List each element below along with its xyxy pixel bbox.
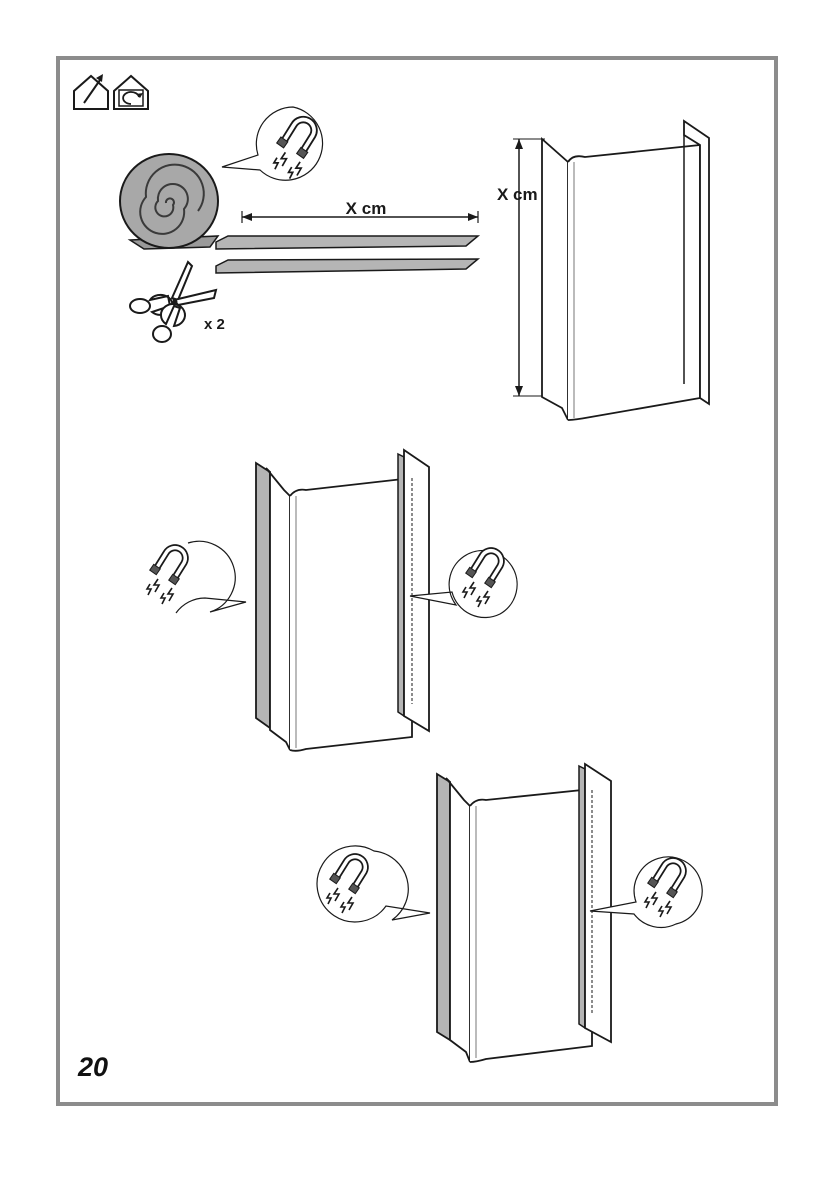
chimney-panel-middle bbox=[256, 450, 429, 751]
magnet-icon bbox=[147, 548, 185, 604]
ducted-house-icon bbox=[74, 74, 108, 109]
quantity-label: x 2 bbox=[204, 316, 225, 333]
foam-roll-icon bbox=[120, 154, 218, 249]
panel-height-label: X cm bbox=[497, 185, 538, 204]
strip-length-label: X cm bbox=[346, 199, 387, 218]
foam-strip bbox=[216, 236, 478, 249]
magnet-callout-left-middle bbox=[147, 541, 246, 613]
chimney-panel-bottom bbox=[437, 764, 611, 1062]
recirculation-house-icon bbox=[114, 76, 148, 109]
magnet-callout-left-bottom bbox=[317, 846, 430, 922]
magnet-callout-roll bbox=[222, 107, 323, 180]
chimney-panel-measure bbox=[513, 121, 709, 420]
foam-strip bbox=[216, 259, 478, 273]
page-number: 20 bbox=[78, 1052, 108, 1083]
